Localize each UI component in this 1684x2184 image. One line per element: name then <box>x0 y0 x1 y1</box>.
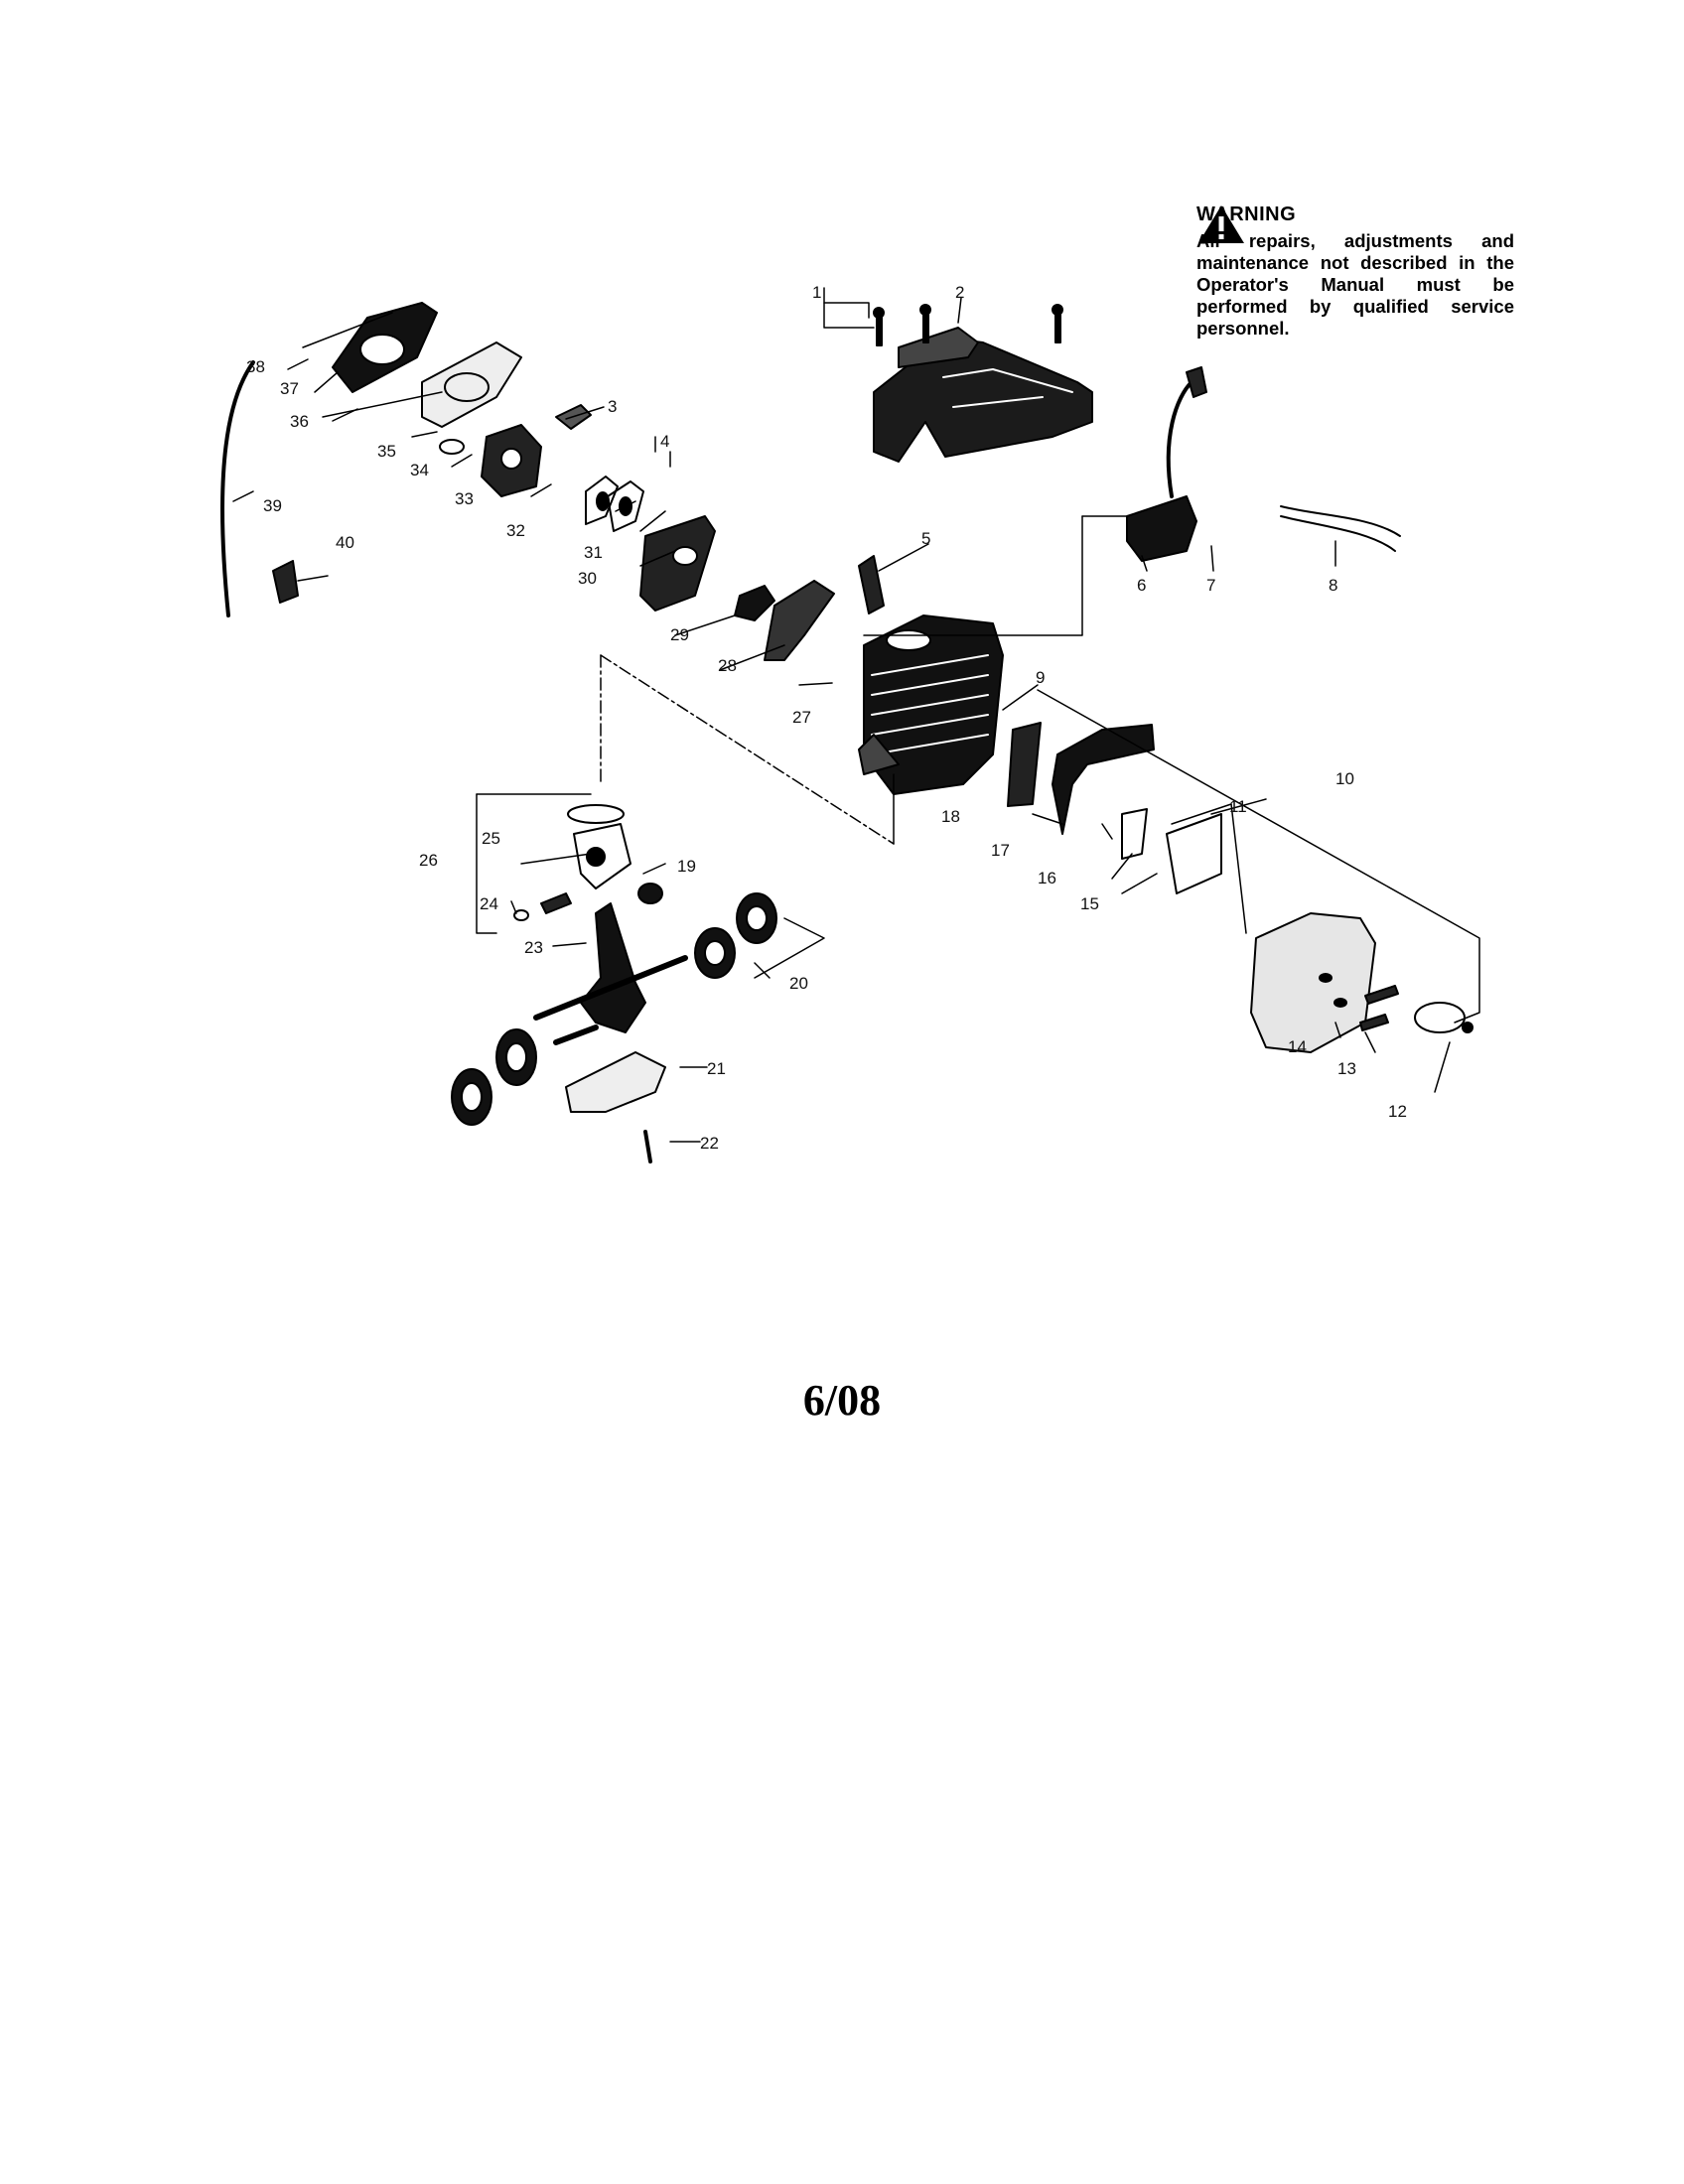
part-label-29: 29 <box>670 625 689 644</box>
part-label-7: 7 <box>1206 576 1215 595</box>
part-label-21: 21 <box>707 1059 726 1078</box>
part-label-31: 31 <box>584 543 603 562</box>
heat-shield-part <box>1007 722 1155 835</box>
muffler-gaskets-part <box>1121 808 1222 894</box>
part-label-40: 40 <box>336 533 354 552</box>
warning-text: All repairs, adjustments and maintenance… <box>1196 230 1514 339</box>
part-label-20: 20 <box>789 974 808 993</box>
part-label-33: 33 <box>455 489 474 508</box>
air-filter-cover-part <box>332 302 522 455</box>
date-code: 6/08 <box>802 1376 882 1425</box>
part-label-32: 32 <box>506 521 525 540</box>
part-label-27: 27 <box>792 708 811 727</box>
warning-triangle-icon <box>1198 205 1244 243</box>
part-label-6: 6 <box>1137 576 1146 595</box>
part-label-2: 2 <box>955 283 964 302</box>
muffler-part <box>1250 912 1376 1053</box>
part-label-19: 19 <box>677 857 696 876</box>
bearings-part <box>451 892 777 1126</box>
part-label-11: 11 <box>1229 797 1247 816</box>
part-label-35: 35 <box>377 442 396 461</box>
carburetor-part <box>481 404 592 497</box>
top-cover-part <box>873 327 1093 463</box>
muffler-bolts-part <box>1359 985 1474 1033</box>
part-label-12: 12 <box>1388 1102 1407 1121</box>
part-label-17: 17 <box>991 841 1010 860</box>
part-label-15: 15 <box>1080 894 1099 913</box>
ignition-wire-part <box>1280 505 1401 552</box>
cover-screws <box>873 304 1063 346</box>
part-label-9: 9 <box>1036 668 1045 687</box>
part-label-1: 1 <box>812 283 821 302</box>
needle-bearing-part <box>637 883 663 904</box>
part-label-36: 36 <box>290 412 309 431</box>
part-label-23: 23 <box>524 938 543 957</box>
part-label-3: 3 <box>608 397 617 416</box>
crankshaft-part <box>533 902 688 1045</box>
assembly-lines <box>302 302 1480 1024</box>
part-label-14: 14 <box>1288 1037 1307 1056</box>
cylinder-part <box>858 614 1004 795</box>
piston-part <box>513 804 632 921</box>
part-label-26: 26 <box>419 851 438 870</box>
part-label-4: 4 <box>660 432 669 451</box>
part-label-28: 28 <box>718 656 737 675</box>
part-number-labels: 1 2 3 4 5 6 7 8 9 10 11 12 13 14 15 16 1… <box>246 283 1407 1153</box>
part-label-24: 24 <box>480 894 498 913</box>
part-label-10: 10 <box>1335 769 1354 788</box>
part-label-8: 8 <box>1329 576 1337 595</box>
leader-lines <box>232 287 1451 1143</box>
part-label-13: 13 <box>1337 1059 1356 1078</box>
warning-notice: WARNING All repairs, adjustments and mai… <box>1196 204 1514 340</box>
crankcase-part <box>565 1051 666 1163</box>
part-label-38: 38 <box>246 357 265 376</box>
part-label-39: 39 <box>263 496 282 515</box>
part-label-30: 30 <box>578 569 597 588</box>
warning-header: WARNING <box>1196 204 1514 243</box>
part-label-22: 22 <box>700 1134 719 1153</box>
spark-plug-part <box>858 555 885 614</box>
gaskets-part <box>585 476 644 532</box>
part-label-37: 37 <box>280 379 299 398</box>
part-label-16: 16 <box>1038 869 1056 887</box>
fuel-line-part <box>220 360 299 617</box>
part-label-5: 5 <box>921 529 930 548</box>
intake-adapter-part <box>639 515 835 661</box>
part-label-25: 25 <box>482 829 500 848</box>
ignition-module-part <box>1126 366 1207 562</box>
part-label-18: 18 <box>941 807 960 826</box>
part-label-34: 34 <box>410 461 429 479</box>
